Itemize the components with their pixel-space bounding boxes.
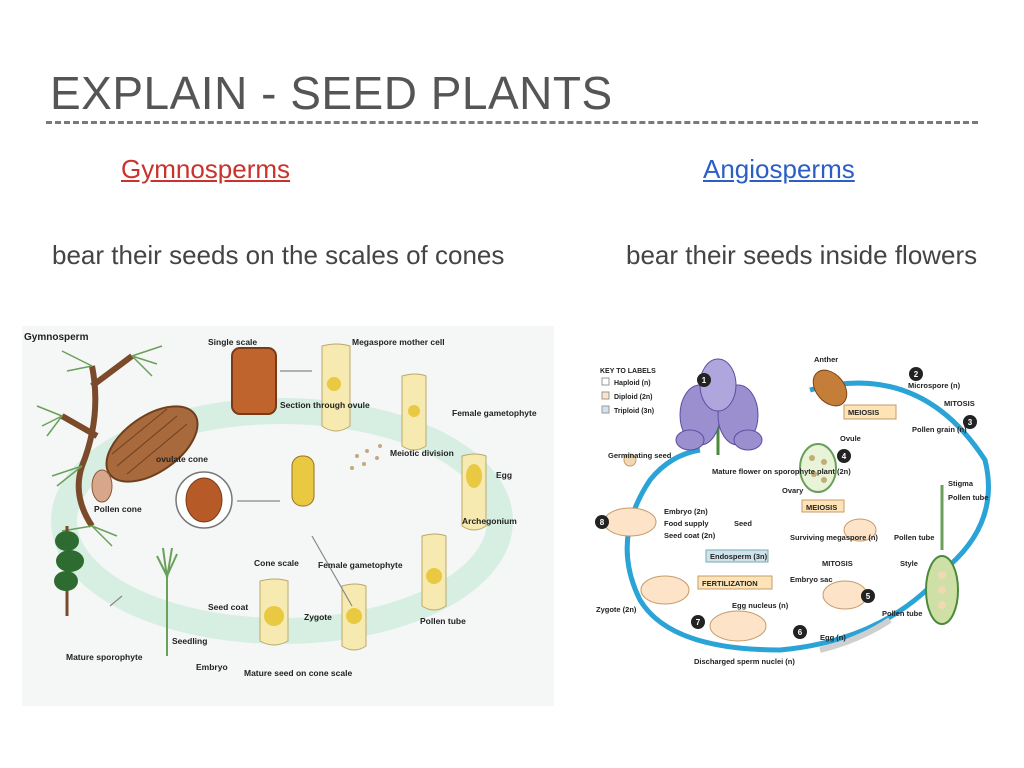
gymno-label-pollen-tube: Pollen tube (420, 616, 466, 626)
angio-label-ovule: Ovule (840, 434, 861, 443)
gymno-label-mature-seed: Mature seed on cone scale (244, 668, 352, 678)
pine-branch-icon (60, 353, 134, 528)
gymno-label-meiotic: Meiotic division (390, 448, 454, 458)
angio-label-stigma: Stigma (948, 479, 974, 488)
single-scale-icon (231, 347, 277, 415)
step-5: 5 (866, 592, 871, 601)
gymno-label-seedling: Seedling (172, 636, 207, 646)
angio-label-fertilization: FERTILIZATION (702, 579, 758, 588)
gymno-label-single-scale: Single scale (208, 337, 257, 347)
angio-label-embryo-sac: Embryo sac (790, 575, 833, 584)
angio-label-germinating: Germinating seed (608, 451, 672, 460)
svg-text:Haploid (n): Haploid (n) (614, 380, 651, 387)
step-1: 1 (702, 376, 707, 385)
angio-label-egg-nucleus: Egg nucleus (n) (732, 601, 789, 610)
seed-icon (603, 507, 657, 537)
embryo-sac-icon (822, 580, 868, 610)
gymno-label-embryo: Embryo (196, 662, 228, 672)
mature-flower-icon (675, 358, 763, 455)
step-7: 7 (696, 618, 701, 627)
angio-label-discharged: Discharged sperm nuclei (n) (694, 657, 795, 666)
anther-icon (812, 369, 848, 407)
mature-sporophyte-icon (54, 526, 84, 616)
svg-text:Diploid (2n): Diploid (2n) (614, 394, 653, 401)
key-to-labels: KEY TO LABELS Haploid (n) Diploid (2n) T… (600, 368, 656, 415)
angio-label-mature-flower: Mature flower on sporophyte plant (2n) (712, 467, 851, 476)
angio-label-anther: Anther (814, 355, 838, 364)
angio-label-mitosis-2: MITOSIS (822, 559, 853, 568)
angio-label-mitosis: MITOSIS (944, 399, 975, 408)
angio-label-seed: Seed (734, 519, 752, 528)
seedling-icon (156, 547, 178, 656)
gymno-label-zygote: Zygote (304, 612, 332, 622)
gymnosperms-heading[interactable]: Gymnosperms (121, 154, 291, 184)
gymnosperm-life-cycle-diagram: Gymnosperm Single scale Megaspore mother… (22, 326, 554, 706)
step-8: 8 (600, 518, 605, 527)
svg-text:KEY TO LABELS: KEY TO LABELS (600, 368, 656, 375)
svg-text:Triploid (3n): Triploid (3n) (614, 408, 654, 415)
angiosperm-life-cycle-diagram: KEY TO LABELS Haploid (n) Diploid (2n) T… (590, 350, 1010, 680)
angio-label-surviving: Surviving megaspore (n) (790, 533, 878, 542)
angio-label-meiosis: MEIOSIS (848, 408, 879, 417)
angio-label-pollen-tube-2: Pollen tube (894, 533, 934, 542)
angio-cycle-arrow (809, 380, 991, 567)
slide-title: EXPLAIN - SEED PLANTS (50, 67, 613, 119)
gymno-label-section: Section through ovule (280, 400, 370, 410)
angio-label-food-supply: Food supply (664, 519, 709, 528)
angiosperms-heading[interactable]: Angiosperms (703, 154, 855, 184)
angio-label-pollen-tube: Pollen tube (948, 493, 988, 502)
step-4: 4 (842, 452, 847, 461)
gymno-label-megaspore: Megaspore mother cell (352, 337, 445, 347)
angio-label-meiosis-2: MEIOSIS (806, 503, 837, 512)
angio-label-embryo: Embryo (2n) (664, 507, 708, 516)
angio-label-pollen-grain: Pollen grain (n) (912, 425, 967, 434)
step-2: 2 (914, 370, 919, 379)
gymno-label-cone-scale: Cone scale (254, 558, 299, 568)
angiosperms-description: bear their seeds inside flowers (626, 240, 978, 270)
gymno-label-female-gametophyte-2: Female gametophyte (318, 560, 403, 570)
ovulate-cone-icon (105, 405, 199, 483)
angio-label-egg: Egg (n) (820, 633, 846, 642)
angio-label-style: Style (900, 559, 918, 568)
gymno-label-female-gametophyte: Female gametophyte (452, 408, 537, 418)
gymno-label-seed-coat: Seed coat (208, 602, 248, 612)
gymno-label-ovulate-cone: ovulate cone (156, 454, 208, 464)
angio-label-pollen-tube-3: Pollen tube (882, 609, 922, 618)
title-divider (46, 121, 978, 124)
gymno-label-egg: Egg (496, 470, 512, 480)
gymno-label-archegonium: Archegonium (462, 516, 517, 526)
gymno-label-mature-sporophyte: Mature sporophyte (66, 652, 143, 662)
angio-label-endosperm: Endosperm (3n) (710, 552, 768, 561)
gymno-title: Gymnosperm (24, 332, 89, 343)
pollen-cone-icon (91, 469, 113, 503)
pistil-icon (925, 485, 959, 625)
angio-label-seed-coat: Seed coat (2n) (664, 531, 716, 540)
step-3: 3 (968, 418, 973, 427)
gymnosperms-description: bear their seeds on the scales of cones (52, 240, 505, 270)
step-6: 6 (798, 628, 803, 637)
angio-label-ovary: Ovary (782, 486, 804, 495)
angio-label-zygote: Zygote (2n) (596, 605, 637, 614)
gymno-label-pollen-cone: Pollen cone (94, 504, 142, 514)
angio-label-microspore: Microspore (n) (908, 381, 961, 390)
